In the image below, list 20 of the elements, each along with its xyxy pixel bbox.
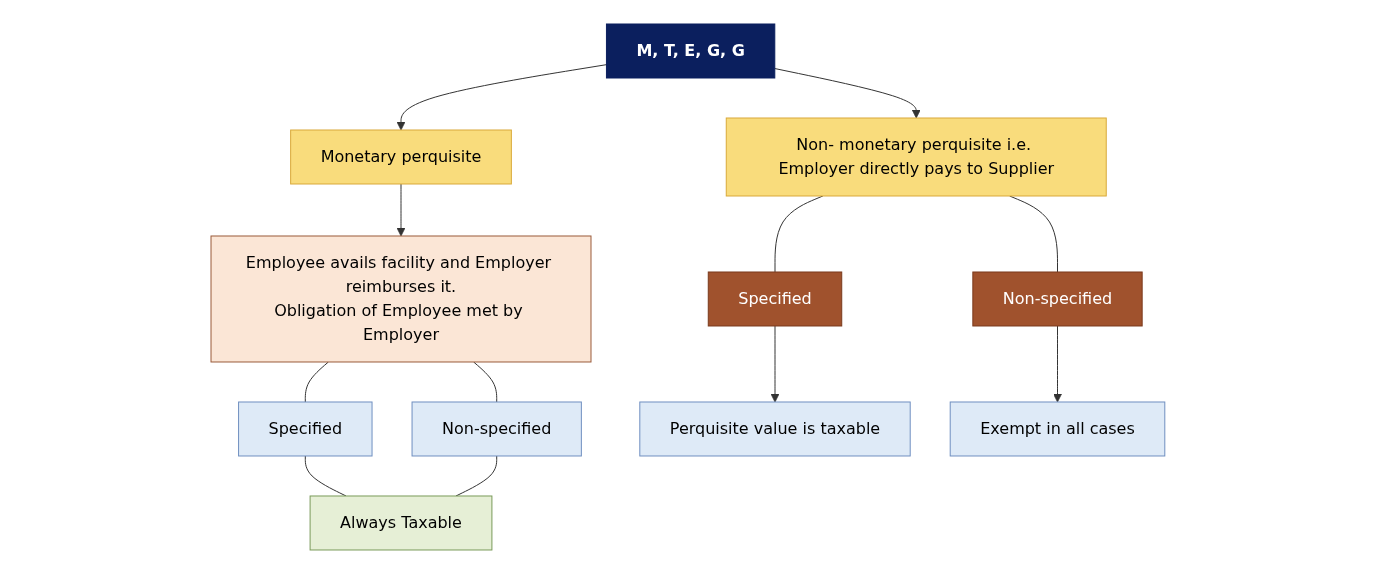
connector: [473, 361, 498, 403]
node-box: Perquisite value is taxable: [639, 401, 911, 457]
node-box: Employee avails facility and Employer reimburses it. Obligation of Employee met by Employer: [210, 235, 592, 363]
node-box: Specified: [238, 401, 373, 457]
node-box: Non- monetary perquisite i.e. Employer directly pays to Supplier: [725, 117, 1107, 197]
node-box: M, T, E, G, G: [606, 23, 776, 79]
node-box: Non-specified: [411, 401, 582, 457]
arrow: [396, 64, 608, 131]
node-box: Monetary perquisite: [290, 129, 512, 185]
arrow: [1053, 325, 1062, 403]
arrow: [770, 325, 780, 403]
arrow: [396, 183, 406, 237]
node-box: Exempt in all cases: [949, 401, 1166, 457]
connector: [1009, 195, 1059, 273]
connector: [304, 361, 329, 403]
arrow: [774, 68, 921, 119]
node-box: Non-specified: [972, 271, 1143, 327]
node-box: Specified: [707, 271, 843, 327]
connector: [774, 195, 824, 273]
node-box: Always Taxable: [309, 495, 493, 551]
